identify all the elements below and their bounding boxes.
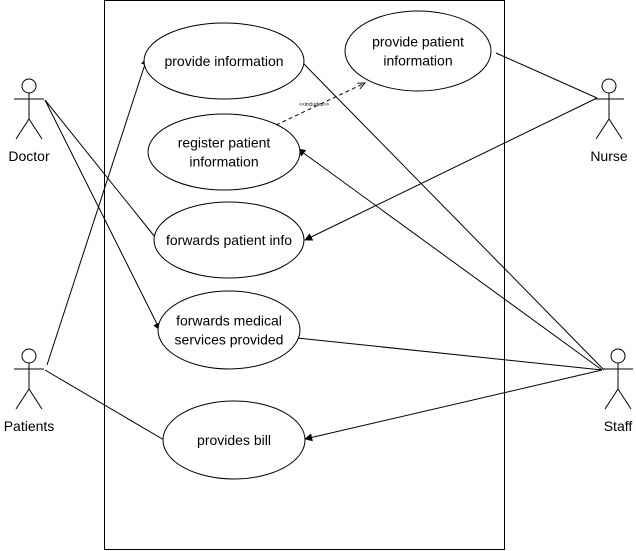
use-case-label: information [383, 53, 452, 69]
use-case-label: provide patient [372, 34, 464, 50]
association-line [44, 99, 156, 238]
association-line [495, 52, 598, 99]
use-case-forwards-patient-info: forwards patient info [153, 201, 305, 279]
association-line [304, 97, 598, 241]
association-line [46, 57, 149, 366]
use-cases: provide information provide patient inform… [143, 10, 492, 480]
association-line [44, 99, 161, 331]
association-line [297, 148, 603, 371]
use-case-ellipse [162, 400, 306, 480]
actor-label: Staff [604, 418, 633, 434]
actor-patients: Patients [4, 348, 55, 434]
use-case-ellipse [143, 22, 305, 100]
connections: <<includes>> [44, 52, 605, 442]
use-case-provide-patient-information: provide patient information [344, 10, 492, 92]
system-boundary [104, 0, 505, 550]
association-line [304, 369, 603, 442]
use-case-label: information [189, 154, 258, 170]
actor-label: Nurse [590, 148, 628, 164]
actor-doctor: Doctor [8, 78, 50, 164]
association-line [44, 369, 165, 441]
include-stereotype-label: <<includes>> [299, 102, 329, 108]
actor-staff: Staff [603, 348, 633, 434]
stick-figure-icon [594, 78, 624, 140]
use-case-provide-information: provide information [143, 22, 305, 100]
use-case-label: provides bill [197, 432, 271, 448]
include-relationship [275, 83, 365, 126]
association-line [296, 337, 603, 371]
use-case-label: forwards patient info [166, 232, 292, 248]
use-case-forwards-medical-services: forwards medical services provided [157, 290, 301, 370]
stick-figure-icon [14, 78, 44, 140]
use-case-label: provide information [164, 53, 283, 69]
association-line [301, 61, 605, 371]
use-case-ellipse [344, 10, 492, 92]
actor-label: Patients [4, 418, 55, 434]
use-case-label: services provided [175, 332, 284, 348]
use-case-label: register patient [178, 135, 271, 151]
use-case-provides-bill: provides bill [162, 400, 306, 480]
stick-figure-icon [14, 348, 44, 410]
stick-figure-icon [603, 348, 633, 410]
actor-label: Doctor [8, 148, 50, 164]
actor-nurse: Nurse [590, 78, 628, 164]
use-case-ellipse [147, 113, 301, 191]
use-case-ellipse [157, 290, 301, 370]
use-case-ellipse [153, 201, 305, 279]
use-case-register-patient-information: register patient information [147, 113, 301, 191]
use-case-label: forwards medical [176, 313, 282, 329]
